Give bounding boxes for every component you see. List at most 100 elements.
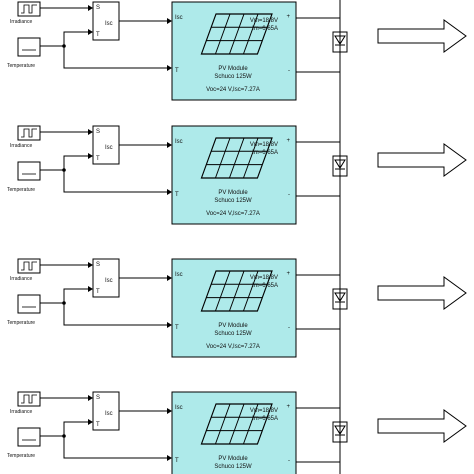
converter-port-t: T [96,422,100,428]
pv-module-block [171,258,297,358]
module-port-isc: Isc [175,139,183,145]
module-ratings-text: Voc=24 V,Isc=7.27A [206,344,260,350]
module-vm-text: Vm=18.8V [250,275,278,281]
pulse-signal-icon [21,128,37,138]
module-port-plus: + [286,404,290,410]
solar-panel-gridline [242,271,259,311]
module-port-minus: - [288,458,290,464]
module-vm-text: Vm=18.8V [250,18,278,24]
arrowhead-icon [88,29,93,35]
wire-temperature-to-module [63,170,171,193]
irradiance-label: Irradiance [10,276,32,282]
module-port-isc: Isc [175,272,183,278]
junction-dot [62,301,66,305]
temperature-source-block [17,161,41,181]
module-ratings-text: Voc=24 V,Isc=7.27A [206,211,260,217]
solar-panel-icon [200,13,273,55]
output-arrow-icon [377,276,467,310]
pv-module-block [171,391,297,474]
wire-temperature-to-converter [40,155,92,171]
arrowhead-icon [167,189,172,195]
arrowhead-icon [167,142,172,148]
arrowhead-icon [167,18,172,24]
module-port-plus: + [286,14,290,20]
converter-port-t: T [96,32,100,38]
solar-panel-icon [200,403,273,445]
converter-port-s: S [96,5,100,11]
irradiance-label: Irradiance [10,19,32,25]
module-im-text: Im=6.65A [252,283,278,289]
module-name-text: PV Module [218,456,248,462]
junction-dot [62,168,66,172]
solar-panel-gridline [228,138,245,178]
pv-string-row-4: IrradianceTemperatureSIscTIscT+-Vm=18.8V… [7,391,467,474]
converter-port-isc: Isc [105,21,113,27]
solar-panel-icon [200,137,273,179]
arrowhead-icon [167,408,172,414]
module-port-plus: + [286,138,290,144]
wire-temperature-to-converter [40,31,92,47]
pv-string-row-1: IrradianceTemperatureSIscTIscT+-Vm=18.8V… [7,1,467,101]
output-arrow-icon [377,143,467,177]
irradiance-converter-block [92,125,120,165]
solar-panel-gridline [214,404,231,444]
temperature-source-block [17,427,41,447]
solar-panel-gridline [242,14,259,54]
module-port-minus: - [288,192,290,198]
arrowhead-icon [167,455,172,461]
module-name-text: PV Module [218,323,248,329]
wire-temperature-to-module [63,46,171,69]
module-subtitle-text: Schuco 125W [214,331,252,337]
temperature-label: Temperature [7,63,35,69]
solar-panel-gridline [228,14,245,54]
pulse-signal-icon [21,261,37,271]
wire-temperature-to-module [63,436,171,459]
arrowhead-icon [88,129,93,135]
module-port-plus: + [286,271,290,277]
module-im-text: Im=6.65A [252,150,278,156]
module-port-t: T [175,325,179,331]
solar-panel-gridline [228,404,245,444]
module-port-t: T [175,68,179,74]
solar-panel-gridline [214,271,231,311]
irradiance-converter-block [92,391,120,431]
module-subtitle-text: Schuco 125W [214,464,252,470]
junction-dot [62,44,66,48]
arrowhead-icon [88,5,93,11]
converter-port-isc: Isc [105,145,113,151]
solar-panel-icon [200,270,273,312]
pv-string-row-2: IrradianceTemperatureSIscTIscT+-Vm=18.8V… [7,125,467,225]
wire-temperature-to-module [63,303,171,326]
arrowhead-icon [88,419,93,425]
arrowhead-icon [88,153,93,159]
module-ratings-text: Voc=24 V,Isc=7.27A [206,87,260,93]
arrowhead-icon [88,395,93,401]
module-vm-text: Vm=18.8V [250,142,278,148]
temperature-label: Temperature [7,187,35,193]
module-subtitle-text: Schuco 125W [214,198,252,204]
module-subtitle-text: Schuco 125W [214,74,252,80]
module-port-minus: - [288,325,290,331]
pv-module-block [171,1,297,101]
arrowhead-icon [167,65,172,71]
module-port-isc: Isc [175,15,183,21]
temperature-label: Temperature [7,320,35,326]
solar-panel-gridline [214,14,231,54]
converter-port-t: T [96,156,100,162]
arrowhead-icon [88,286,93,292]
converter-port-s: S [96,395,100,401]
wire-temperature-to-converter [40,288,92,304]
temperature-source-block [17,37,41,57]
solar-panel-gridline [242,404,259,444]
module-port-t: T [175,458,179,464]
module-port-t: T [175,192,179,198]
module-im-text: Im=6.65A [252,26,278,32]
irradiance-label: Irradiance [10,143,32,149]
converter-port-isc: Isc [105,278,113,284]
converter-port-t: T [96,289,100,295]
irradiance-converter-block [92,258,120,298]
arrowhead-icon [167,322,172,328]
converter-port-s: S [96,262,100,268]
